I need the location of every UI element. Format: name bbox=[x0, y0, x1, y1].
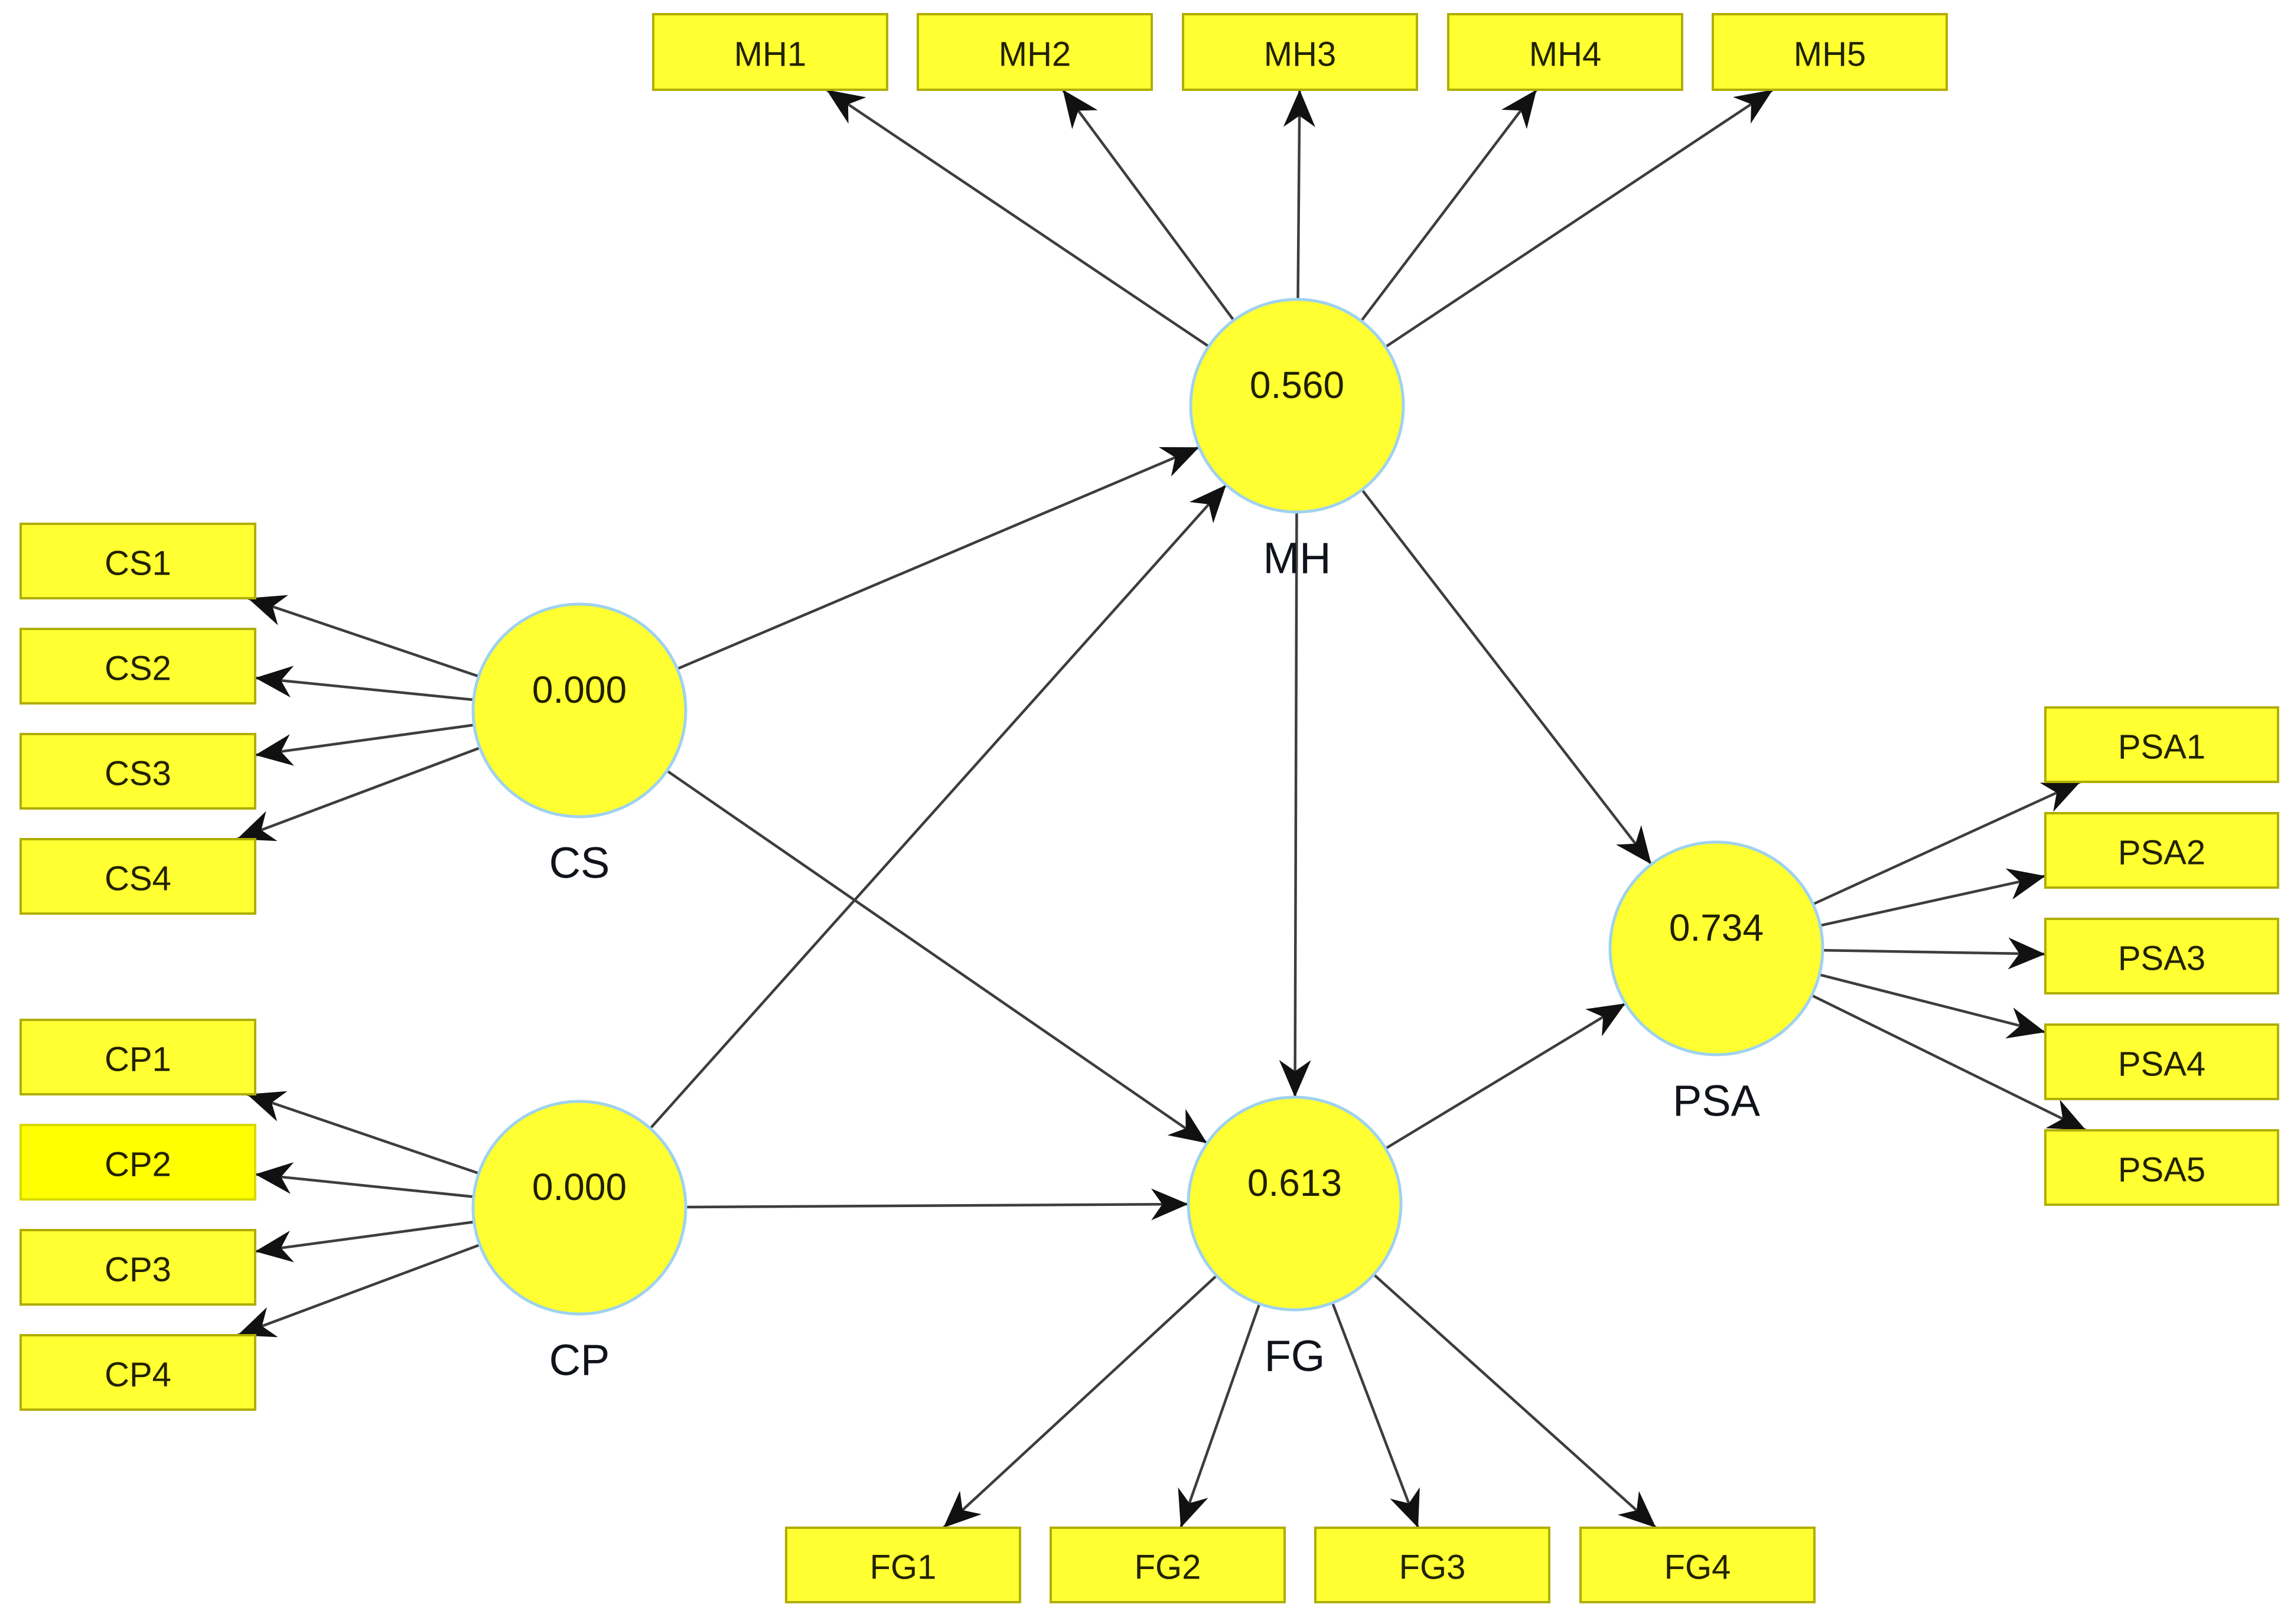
indicator-box-mh1[interactable] bbox=[652, 13, 888, 91]
construct-label-cs: CS bbox=[549, 839, 610, 888]
indicator-box-mh5[interactable] bbox=[1712, 13, 1948, 91]
indicator-box-psa5[interactable] bbox=[2044, 1129, 2279, 1206]
construct-value-mh: 0.560 bbox=[1250, 364, 1344, 406]
indicator-box-fg2[interactable] bbox=[1050, 1527, 1286, 1603]
indicator-box-psa3[interactable] bbox=[2044, 918, 2279, 994]
indicator-label-cs3: CS3 bbox=[105, 755, 171, 793]
indicator-label-mh5: MH5 bbox=[1794, 35, 1866, 74]
indicator-box-fg3[interactable] bbox=[1314, 1527, 1550, 1603]
construct-circle-cp[interactable] bbox=[471, 1100, 687, 1316]
indicator-box-psa4[interactable] bbox=[2044, 1023, 2279, 1100]
indicator-box-cp4[interactable] bbox=[19, 1334, 256, 1411]
construct-circle-psa[interactable] bbox=[1608, 840, 1824, 1056]
construct-label-psa: PSA bbox=[1673, 1077, 1761, 1126]
indicator-label-fg3: FG3 bbox=[1399, 1548, 1466, 1587]
indicator-box-fg4[interactable] bbox=[1579, 1527, 1816, 1603]
indicator-box-psa2[interactable] bbox=[2044, 812, 2279, 889]
indicator-box-fg1[interactable] bbox=[785, 1527, 1021, 1603]
indicator-label-cp2: CP2 bbox=[105, 1146, 171, 1184]
construct-circle-mh[interactable] bbox=[1189, 298, 1405, 514]
indicator-label-fg4: FG4 bbox=[1664, 1548, 1731, 1587]
path-arrow-cs-to-fg[interactable] bbox=[578, 709, 1208, 1144]
construct-label-fg: FG bbox=[1265, 1332, 1325, 1381]
construct-value-fg: 0.613 bbox=[1247, 1162, 1342, 1204]
indicator-box-cp1[interactable] bbox=[19, 1019, 256, 1095]
indicator-label-mh4: MH4 bbox=[1529, 35, 1601, 74]
construct-label-cp: CP bbox=[549, 1336, 610, 1385]
indicator-label-cs4: CS4 bbox=[105, 860, 171, 898]
indicator-box-mh2[interactable] bbox=[917, 13, 1153, 91]
edges-layer bbox=[236, 89, 2087, 1529]
indicator-label-cs1: CS1 bbox=[105, 544, 171, 583]
indicator-label-psa2: PSA2 bbox=[2118, 834, 2205, 872]
construct-value-cp: 0.000 bbox=[532, 1166, 627, 1208]
indicator-box-cs2[interactable] bbox=[19, 628, 256, 705]
construct-label-mh: MH bbox=[1263, 534, 1331, 583]
indicator-label-mh3: MH3 bbox=[1264, 35, 1336, 74]
indicator-box-mh4[interactable] bbox=[1447, 13, 1683, 91]
construct-circle-fg[interactable] bbox=[1187, 1095, 1403, 1312]
indicator-box-psa1[interactable] bbox=[2044, 706, 2279, 783]
indicator-label-cp4: CP4 bbox=[105, 1356, 171, 1394]
indicator-box-cs4[interactable] bbox=[19, 838, 256, 915]
indicator-label-fg2: FG2 bbox=[1135, 1548, 1201, 1587]
indicator-label-psa3: PSA3 bbox=[2118, 940, 2205, 978]
path-arrow-cp-to-mh[interactable] bbox=[578, 484, 1227, 1209]
indicator-label-fg1: FG1 bbox=[870, 1548, 937, 1587]
construct-value-psa: 0.734 bbox=[1669, 906, 1764, 949]
indicator-label-psa1: PSA1 bbox=[2118, 728, 2205, 767]
construct-value-cs: 0.000 bbox=[532, 668, 627, 711]
indicator-label-psa4: PSA4 bbox=[2118, 1045, 2205, 1084]
indicator-label-mh1: MH1 bbox=[734, 35, 806, 74]
indicator-label-cp3: CP3 bbox=[105, 1251, 171, 1289]
indicator-box-cp3[interactable] bbox=[19, 1229, 256, 1306]
path-arrow-mh-to-fg[interactable] bbox=[1279, 405, 1311, 1098]
indicator-label-cp1: CP1 bbox=[105, 1041, 171, 1079]
construct-circle-cs[interactable] bbox=[471, 602, 687, 818]
indicator-label-mh2: MH2 bbox=[999, 35, 1071, 74]
indicator-box-cp2[interactable] bbox=[19, 1124, 256, 1201]
indicator-label-psa5: PSA5 bbox=[2118, 1151, 2205, 1189]
indicator-box-cs3[interactable] bbox=[19, 733, 256, 810]
path-arrow-cs-to-mh[interactable] bbox=[579, 446, 1200, 712]
indicator-label-cs2: CS2 bbox=[105, 650, 171, 688]
indicator-box-mh3[interactable] bbox=[1182, 13, 1418, 91]
indicator-box-cs1[interactable] bbox=[19, 523, 256, 599]
